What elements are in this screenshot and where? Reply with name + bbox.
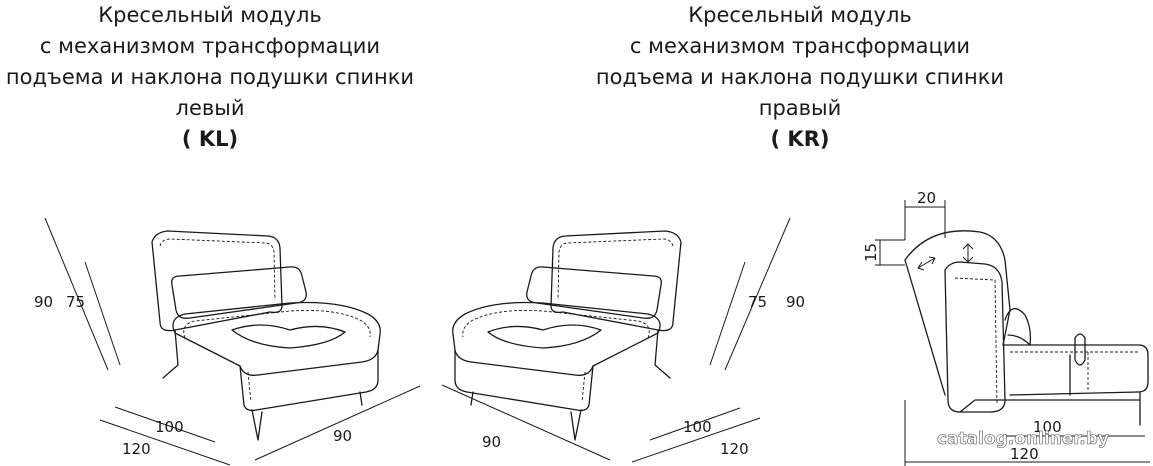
module-right-drawing: 90 100 120 75 90 <box>441 217 805 463</box>
title-right: Кресельный модуль с механизмом трансформ… <box>590 0 1010 155</box>
dim-right-depth-total: 120 <box>720 440 749 458</box>
left-seat-front <box>239 349 379 412</box>
side-seat <box>1002 344 1149 396</box>
dim-right-depth-seat: 100 <box>683 418 712 436</box>
title-left: Кресельный модуль с механизмом трансформ… <box>0 0 420 155</box>
left-pillow <box>171 266 307 319</box>
right-back-leg <box>654 329 671 379</box>
dim-right-width: 90 <box>482 433 501 451</box>
dim-line-right-120 <box>631 417 761 463</box>
side-back-edge <box>904 259 946 396</box>
left-seat-top <box>172 301 381 376</box>
title-left-code: ( KL) <box>181 127 239 151</box>
right-front-leg <box>570 409 582 441</box>
watermark: catalog.onliner.by <box>937 429 1109 449</box>
right-seat-top <box>452 301 661 376</box>
dim-line-left-90 <box>44 217 109 371</box>
title-left-line2: с механизмом трансформации <box>39 34 381 58</box>
tilt-arrow-icon <box>917 256 936 271</box>
title-right-line3: подъема и наклона подушки спинки <box>595 65 1005 89</box>
side-back-shell <box>904 230 1011 346</box>
side-handle-loop <box>1004 308 1032 346</box>
title-left-line3: подъема и наклона подушки спинки <box>5 65 415 89</box>
side-back-cushion-stitch <box>954 277 998 406</box>
dim-line-right-width <box>441 384 611 461</box>
right-seat-front-seam <box>581 371 586 403</box>
dim-side-tilt-offset: 20 <box>917 189 936 207</box>
dim-left-depth-total: 120 <box>122 440 151 458</box>
lift-arrow-icon <box>962 243 974 263</box>
dim-line-left-100 <box>114 406 216 443</box>
right-pillow <box>526 266 662 319</box>
side-frame <box>959 399 1141 413</box>
right-seat-cushion-tuft <box>487 324 602 349</box>
right-seat-stitch <box>462 309 650 339</box>
left-seat-stitch <box>183 309 371 339</box>
left-backrest <box>151 230 283 332</box>
right-backrest <box>550 230 682 332</box>
left-back-leg <box>162 329 179 379</box>
title-right-code: ( KR) <box>770 127 830 151</box>
title-right-line4: правый <box>758 96 842 120</box>
side-seat-strap <box>1074 333 1086 366</box>
dim-left-height-seat-back: 75 <box>66 293 85 311</box>
dim-line-left-75 <box>84 261 121 366</box>
right-left-leg <box>470 391 474 406</box>
dim-line-right-75 <box>709 261 746 366</box>
dim-side-depth-total: 120 <box>1010 445 1039 463</box>
left-seat-cushion-tuft <box>231 324 346 349</box>
title-right-line2: с механизмом трансформации <box>629 34 971 58</box>
title-right-line1: Кресельный модуль <box>688 3 912 27</box>
left-seat-front-seam <box>247 371 252 403</box>
dim-left-width: 90 <box>333 427 352 445</box>
dim-line-right-90 <box>724 217 791 371</box>
dim-left-height-total: 90 <box>34 293 53 311</box>
dim-left-depth-seat: 100 <box>155 418 184 436</box>
dim-right-height-seat-back: 75 <box>748 293 767 311</box>
dim-side-depth-seat: 100 <box>1033 418 1062 436</box>
dim-side-lift: 15 <box>862 243 880 262</box>
dim-right-height-total: 90 <box>786 293 805 311</box>
dim-line-left-120 <box>99 419 231 466</box>
side-view-drawing: 20 15 100 120 <box>862 189 1150 466</box>
right-seat-front <box>454 349 594 412</box>
left-front-leg <box>251 409 263 441</box>
module-left-drawing: 90 75 100 120 90 <box>34 217 421 466</box>
title-left-line4: левый <box>175 96 245 120</box>
dim-line-left-width <box>254 385 421 461</box>
dim-line-right-100 <box>649 407 741 441</box>
title-left-line1: Кресельный модуль <box>98 3 322 27</box>
left-right-leg <box>359 391 363 406</box>
